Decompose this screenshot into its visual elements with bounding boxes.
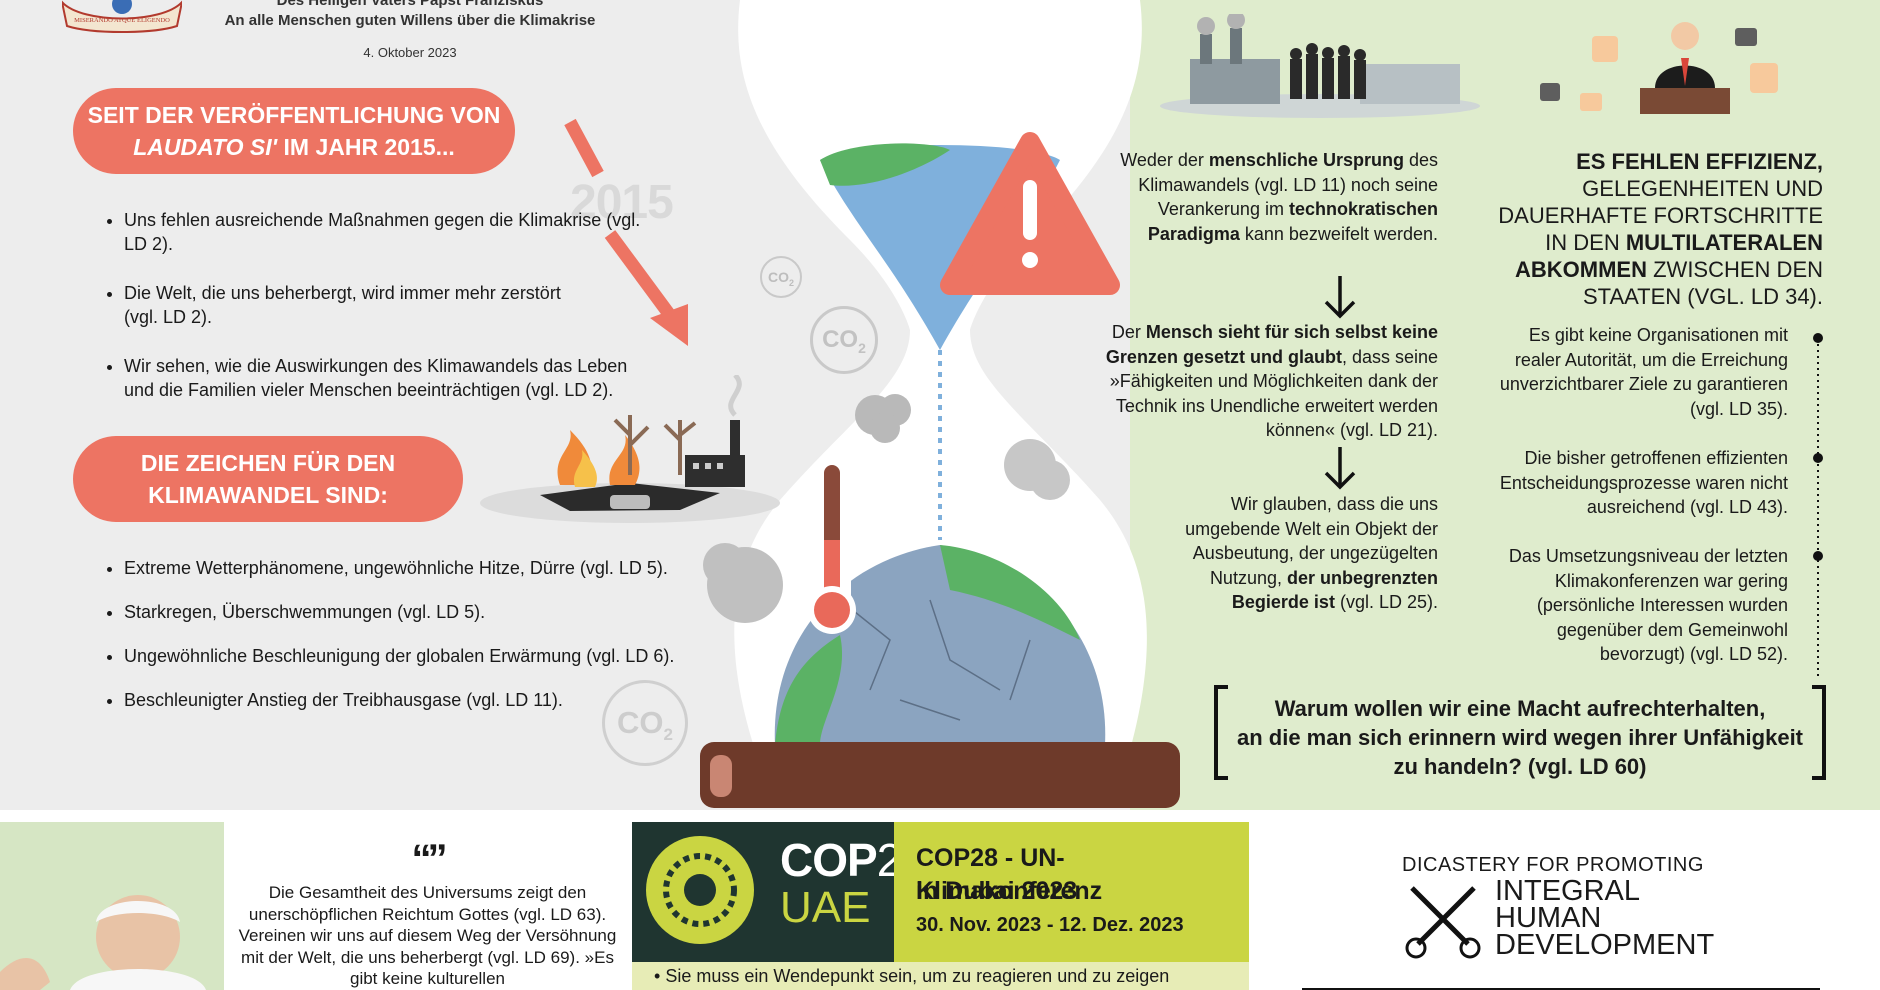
- crest-motto: MISERANDO ATQUE ELIGENDO: [74, 17, 170, 24]
- top-infographic: CO2 CO2 CO2 2015 MISERANDO ATQUE ELIGEND…: [0, 0, 1880, 810]
- pill1-line1: SEIT DER VERÖFFENTLICHUNG VON: [87, 102, 501, 128]
- crossed-keys-logo: [1405, 886, 1481, 959]
- pope-photo: [0, 822, 224, 990]
- text-segment: des Klimawandels (vgl. LD 11) noch seine…: [1138, 150, 1438, 219]
- list-item: Die Welt, die uns beherbergt, wird immer…: [124, 281, 644, 329]
- text-segment: menschliche Ursprung: [1208, 150, 1404, 170]
- wildfire-factory-illustration: [480, 375, 780, 523]
- section-heading-since-2015: SEIT DER VERÖFFENTLICHUNG VON LAUDATO SI…: [73, 88, 515, 174]
- text-segment: ES FEHLEN EFFIZIENZ,: [1576, 149, 1823, 174]
- co2-icon: CO2: [810, 306, 878, 374]
- header-author: Des Heiligen Vaters Papst Franziskus: [276, 0, 544, 9]
- text-segment: ZWISCHEN DEN STAATEN (VGL. LD 34).: [1582, 257, 1823, 309]
- text-segment: MULTILATERALEN ABKOMMEN: [1515, 230, 1823, 282]
- multilateral-heading: ES FEHLEN EFFIZIENZ, GELEGENHEITEN UND D…: [1485, 148, 1823, 310]
- cop28-bullet-strip: • Sie muss ein Wendepunkt sein, um zu re…: [632, 962, 1249, 990]
- multilateral-item: Das Umsetzungsniveau der letzten Klimako…: [1508, 546, 1788, 664]
- right-green-panel: [1130, 0, 1880, 810]
- timeline-dots: [1813, 333, 1823, 680]
- arrow-down-icon: [1324, 276, 1356, 319]
- text-segment: Weder der: [1120, 150, 1209, 170]
- quote-line: Warum wollen wir eine Macht aufrechterha…: [1274, 696, 1766, 721]
- list-item: Beschleunigter Anstieg der Treibhausgase…: [124, 688, 744, 712]
- quote-brackets: [1214, 685, 1826, 780]
- exploitation-paragraph: Wir glauben, dass die uns umgebende Welt…: [1155, 492, 1438, 615]
- text-segment: (vgl. LD 25).: [1334, 592, 1438, 612]
- papal-crest-logo: MISERANDO ATQUE ELIGENDO: [62, 0, 182, 33]
- cop-title: in Dubai 2023: [916, 877, 1078, 905]
- co2-icon: CO2: [760, 256, 802, 298]
- list-item: Starkregen, Überschwemmungen (vgl. LD 5)…: [124, 600, 744, 624]
- list-item: Wir sehen, wie die Auswirkungen des Klim…: [124, 354, 644, 402]
- list-item: Extreme Wetterphänomene, ungewöhnliche H…: [124, 556, 744, 580]
- section-heading-signs: DIE ZEICHEN FÜR DEN KLIMAWANDEL SIND:: [73, 436, 463, 522]
- no-limits-paragraph: Der Mensch sieht für sich selbst keine G…: [1105, 320, 1438, 443]
- pope-quote-text: Die Gesamtheit des Universums zeigt den …: [238, 883, 617, 988]
- dicastery-word: DEVELOPMENT: [1495, 929, 1715, 961]
- list-item: Ungewöhnliche Beschleunigung der globale…: [124, 644, 744, 668]
- year-2015: 2015: [570, 176, 674, 229]
- co2-sub: 2: [663, 725, 673, 745]
- bottom-band: “” Die Gesamtheit des Universums zeigt d…: [0, 822, 1880, 990]
- co2-sub: 2: [858, 339, 866, 356]
- since-2015-list: Uns fehlen ausreichende Maßnahmen gegen …: [100, 208, 644, 402]
- header-date: 4. Oktober 2023: [363, 45, 457, 60]
- co2-label: CO: [822, 326, 859, 353]
- co2-label: CO: [617, 705, 664, 740]
- pill2-line2: KLIMAWANDEL SIND:: [148, 482, 388, 508]
- dicastery-name: INTEGRAL HUMAN DEVELOPMENT: [1495, 875, 1715, 961]
- signs-list: Extreme Wetterphänomene, ungewöhnliche H…: [100, 556, 744, 712]
- text-segment: , dass seine »Fähigkeiten und Möglichkei…: [1109, 346, 1438, 441]
- pill1-rest: IM JAHR 2015...: [277, 134, 455, 160]
- multilateral-item: Die bisher getroffenen effizienten Entsc…: [1499, 448, 1788, 517]
- text-segment: kann bezweifelt werden.: [1239, 223, 1438, 244]
- human-origin-paragraph: Weder der menschliche Ursprung des Klima…: [1105, 148, 1438, 246]
- text-segment: der unbegrenzten Begierde ist: [1231, 567, 1438, 613]
- cop28-globe-logo: [646, 836, 754, 944]
- cop-bullet: • Sie muss ein Wendepunkt sein, um zu re…: [654, 966, 1170, 986]
- hourglass-illustration: [700, 0, 1180, 808]
- co2-sub: 2: [788, 277, 794, 288]
- cop28-logo-panel: COP28 UAE: [632, 822, 927, 962]
- cop28-uae: UAE: [780, 883, 871, 932]
- pill1-italic: LAUDATO SI': [133, 134, 278, 160]
- text-segment: technokratischen Paradigma: [1147, 199, 1438, 244]
- speaker-dislikes-illustration: [1540, 22, 1778, 114]
- dicastery-word: INTEGRAL: [1495, 875, 1641, 907]
- arrow-down-icon: [1324, 447, 1356, 490]
- closing-question-quote: Warum wollen wir eine Macht aufrechterha…: [1225, 694, 1815, 781]
- cop-text: COP: [780, 834, 878, 886]
- multilateral-item: Es gibt keine Organisationen mit realer …: [1499, 325, 1788, 419]
- cop-dates: 30. Nov. 2023 - 12. Dez. 2023: [916, 914, 1184, 936]
- divider: [1302, 988, 1820, 990]
- industry-people-illustration: [1160, 14, 1480, 118]
- cop28-info-panel: COP28 - UN-Klimakonferenz in Dubai 2023 …: [894, 822, 1249, 962]
- quote-marks-icon: “”: [411, 837, 448, 881]
- co2-icon: CO2: [602, 680, 688, 766]
- text-segment: Wir glauben, dass die uns umgebende Welt…: [1185, 494, 1438, 588]
- quote-line: an die man sich erinnern wird wegen ihre…: [1236, 725, 1804, 750]
- text-segment: Der: [1111, 322, 1146, 342]
- header-subtitle: An alle Menschen guten Willens über die …: [224, 12, 596, 29]
- dicastery-line1: DICASTERY FOR PROMOTING: [1402, 854, 1704, 876]
- list-item: Uns fehlen ausreichende Maßnahmen gegen …: [124, 208, 644, 256]
- cop-bullet-text: Sie muss ein Wendepunkt sein, um zu reag…: [665, 966, 1170, 986]
- quote-line: zu handeln? (vgl. LD 60): [1393, 754, 1647, 779]
- declining-arrow-icon: [564, 118, 688, 346]
- dicastery-word: HUMAN: [1495, 902, 1602, 934]
- text-segment: Mensch sieht für sich selbst keine Grenz…: [1105, 322, 1438, 367]
- pill2-line1: DIE ZEICHEN FÜR DEN: [140, 450, 396, 476]
- co2-label: CO: [767, 269, 789, 285]
- text-segment: GELEGENHEITEN UND DAUERHAFTE FORTSCHRITT…: [1498, 176, 1823, 255]
- cop-title: COP28 - UN-Klimakonferenz: [916, 844, 1103, 905]
